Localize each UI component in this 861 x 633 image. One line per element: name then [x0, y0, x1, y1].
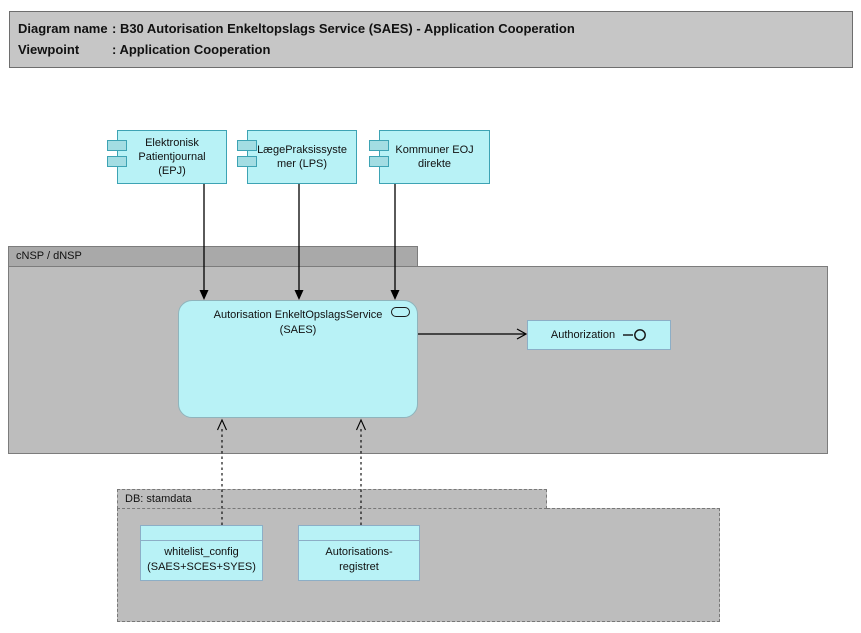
component-icon [369, 156, 389, 167]
component-epj-label-line2: Patientjournal [138, 150, 206, 163]
service-saes-label: Autorisation EnkeltOpslagsService [213, 309, 383, 321]
component-kommuner-eoj-label: Kommuner EOJ [395, 143, 474, 156]
cnsp-dnsp-group-tab[interactable]: cNSP / dNSP [8, 246, 418, 267]
service-saes-label-line2: (SAES) [279, 323, 317, 336]
component-icon [237, 156, 257, 167]
data-object-band-icon [299, 526, 419, 541]
diagram-name-label: Diagram name [18, 21, 108, 36]
viewpoint-value: : Application Cooperation [112, 41, 271, 57]
title-row-viewpoint: Viewpoint : Application Cooperation [18, 40, 844, 61]
diagram-title-block: Diagram name : B30 Autorisation Enkeltop… [9, 11, 853, 68]
component-icon [237, 140, 257, 151]
component-epj-label-line3: (EPJ) [158, 165, 186, 178]
data-object-whitelist-label-line2: (SAES+SCES+SYES) [147, 560, 256, 573]
db-stamdata-group-label: DB: stamdata [125, 493, 192, 505]
component-icon [369, 140, 389, 151]
data-object-autorisations-label-line2: registret [339, 560, 379, 573]
component-epj-label: Elektronisk [145, 136, 199, 149]
application-service-icon [391, 307, 410, 317]
component-lps[interactable]: LægePraksissyste mer (LPS) [247, 130, 357, 184]
component-lps-label-line2: mer (LPS) [276, 158, 328, 170]
component-kommuner-eoj-label-line2: direkte [417, 158, 452, 170]
data-object-autorisations-label: Autorisations- [325, 546, 393, 558]
cnsp-dnsp-group-label: cNSP / dNSP [16, 250, 82, 262]
service-saes[interactable]: Autorisation EnkeltOpslagsService (SAES) [178, 300, 418, 418]
db-stamdata-group-tab[interactable]: DB: stamdata [117, 489, 547, 509]
data-object-whitelist-label: whitelist_config [164, 546, 239, 558]
component-icon [107, 140, 127, 151]
cnsp-dnsp-group-body[interactable] [8, 266, 828, 454]
title-row-diagram-name: Diagram name : B30 Autorisation Enkeltop… [18, 19, 844, 40]
component-epj[interactable]: Elektronisk Patientjournal (EPJ) [117, 130, 227, 184]
diagram-name-value: : B30 Autorisation Enkeltopslags Service… [112, 21, 575, 36]
component-lps-label: LægePraksissyste [257, 143, 347, 156]
data-object-band-icon [141, 526, 262, 541]
interface-authorization-label: Authorization [550, 329, 616, 341]
data-object-whitelist-config[interactable]: whitelist_config (SAES+SCES+SYES) [140, 525, 263, 581]
provided-interface-icon [623, 329, 647, 341]
viewpoint-label: Viewpoint [18, 41, 80, 57]
interface-authorization[interactable]: Authorization [527, 320, 671, 350]
component-kommuner-eoj[interactable]: Kommuner EOJ direkte [379, 130, 490, 184]
data-object-autorisationsregistret[interactable]: Autorisations- registret [298, 525, 420, 581]
component-icon [107, 156, 127, 167]
